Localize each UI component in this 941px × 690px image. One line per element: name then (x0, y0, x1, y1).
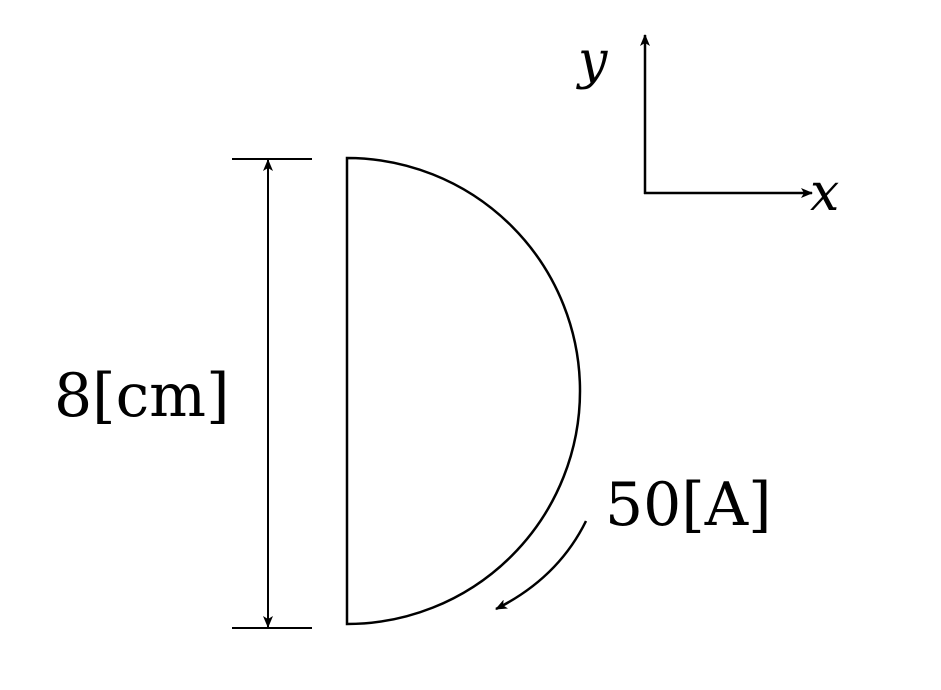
y-axis-label: y (576, 31, 608, 91)
x-axis-label: x (810, 163, 839, 223)
current-label: 50[A] (605, 470, 772, 540)
semicircle-conductor (345, 156, 582, 626)
diameter-label: 8[cm] (54, 361, 230, 431)
current-direction-arrow (495, 520, 588, 611)
